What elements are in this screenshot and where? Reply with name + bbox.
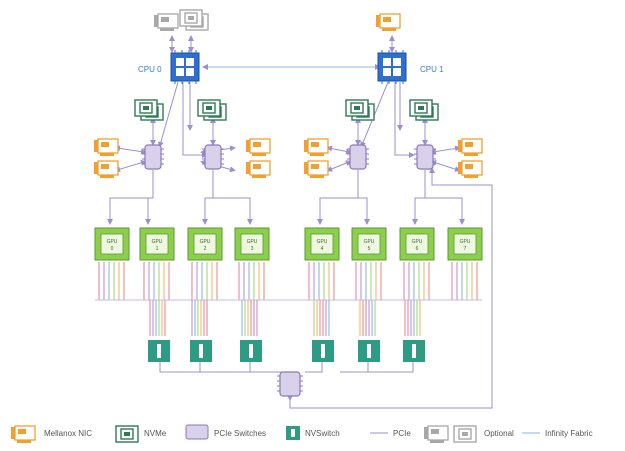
pcie-switch-icon xyxy=(347,144,369,170)
nvswitch-icon xyxy=(403,340,425,362)
gpu-index: 0 xyxy=(111,246,114,252)
legend-optional-nvme-icon xyxy=(453,425,477,443)
nvme-icon xyxy=(197,99,221,117)
nvswitch-icon xyxy=(358,340,380,362)
mellanox-nic-icon xyxy=(246,138,271,156)
pcie-link xyxy=(326,160,352,172)
pcie-link xyxy=(202,170,214,225)
legend-label-pcie_switch: PCIe Switches xyxy=(214,429,266,438)
pcie-link xyxy=(305,355,325,373)
pcie-link xyxy=(157,81,179,148)
pcie-link xyxy=(425,197,465,225)
pcie-link xyxy=(145,197,153,225)
mellanox-nic-icon xyxy=(94,138,119,156)
legend-label-optional: Optional xyxy=(484,429,514,438)
legend-nvme-icon xyxy=(115,425,139,443)
pcie-link xyxy=(157,355,285,373)
pcie-link xyxy=(114,145,147,155)
gpu-label: GPU xyxy=(200,239,211,245)
nvme-icon xyxy=(179,9,203,27)
pcie-link xyxy=(412,170,426,225)
nvlink-bundles xyxy=(95,262,482,336)
pcie-switch-icon xyxy=(202,144,224,170)
pcie-switch-icon xyxy=(142,144,164,170)
gpu-index: 3 xyxy=(251,246,254,252)
optional-nic-icon xyxy=(154,13,179,31)
legend-label-pcie_line: PCIe xyxy=(393,429,411,438)
gpu-index: 5 xyxy=(368,246,371,252)
pcie-link xyxy=(360,81,389,148)
nvswitch-icon xyxy=(148,340,170,362)
gpu-index: 4 xyxy=(321,246,324,252)
nvswitch-icon xyxy=(190,340,212,362)
pcie-link xyxy=(107,170,154,225)
gpu-label: GPU xyxy=(412,239,423,245)
mellanox-nic-icon xyxy=(94,160,119,178)
mellanox-nic-icon xyxy=(458,138,483,156)
gpu-label: GPU xyxy=(317,239,328,245)
cpu-label: CPU 0 xyxy=(138,65,162,74)
gpu-label: GPU xyxy=(460,239,471,245)
legend-pcie-switch-icon xyxy=(185,424,209,440)
gpu-index: 2 xyxy=(204,246,207,252)
mellanox-nic-icon xyxy=(304,138,329,156)
pcie-connections xyxy=(107,35,493,409)
mellanox-nic-icon xyxy=(304,160,329,178)
legend-nic-icon xyxy=(11,425,36,443)
mellanox-nic-icon xyxy=(458,160,483,178)
pcie-link xyxy=(430,145,461,155)
pcie-link xyxy=(317,170,359,225)
legend-label-nvme: NVMe xyxy=(144,429,167,438)
gpu-label: GPU xyxy=(247,239,258,245)
legend: Mellanox NIC NVMe PCIe Switches NVSwitch PCI… xyxy=(44,424,593,440)
cpu-0 xyxy=(170,50,200,84)
gpu-index: 7 xyxy=(464,246,467,252)
pcie-switch-icon xyxy=(414,144,436,170)
cpu-1 xyxy=(377,50,407,84)
pcie-link xyxy=(213,197,253,225)
nvswitch-icon xyxy=(240,340,262,362)
mellanox-nic-icon xyxy=(246,160,271,178)
pcie-link xyxy=(358,197,370,225)
mellanox-nic-icon xyxy=(376,13,401,31)
nvme-icon xyxy=(134,99,158,117)
legend-label-nvswitch: NVSwitch xyxy=(305,429,340,438)
nvswitch-icon xyxy=(312,340,334,362)
legend-optional-nic-icon xyxy=(424,425,449,443)
pcie-link xyxy=(430,160,461,172)
gpu-label: GPU xyxy=(107,239,118,245)
pcie-link xyxy=(350,355,416,373)
pcie-switch-icon xyxy=(277,371,303,397)
pcie-link xyxy=(326,145,352,155)
infinity-fabric-link xyxy=(289,167,493,409)
pcie-link xyxy=(182,82,208,158)
gpu-label: GPU xyxy=(364,239,375,245)
gpu-index: 6 xyxy=(416,246,419,252)
nvme-icon xyxy=(409,99,433,117)
legend-label-nic: Mellanox NIC xyxy=(44,429,92,438)
pcie-link xyxy=(114,159,147,173)
cpu-label: CPU 1 xyxy=(420,65,444,74)
nvme-icon xyxy=(345,99,369,117)
gpu-label: GPU xyxy=(152,239,163,245)
legend-nvswitch-icon xyxy=(286,426,300,440)
pcie-link xyxy=(394,82,415,158)
legend-label-infinity: Infinity Fabric xyxy=(545,429,593,438)
gpu-index: 1 xyxy=(156,246,159,252)
